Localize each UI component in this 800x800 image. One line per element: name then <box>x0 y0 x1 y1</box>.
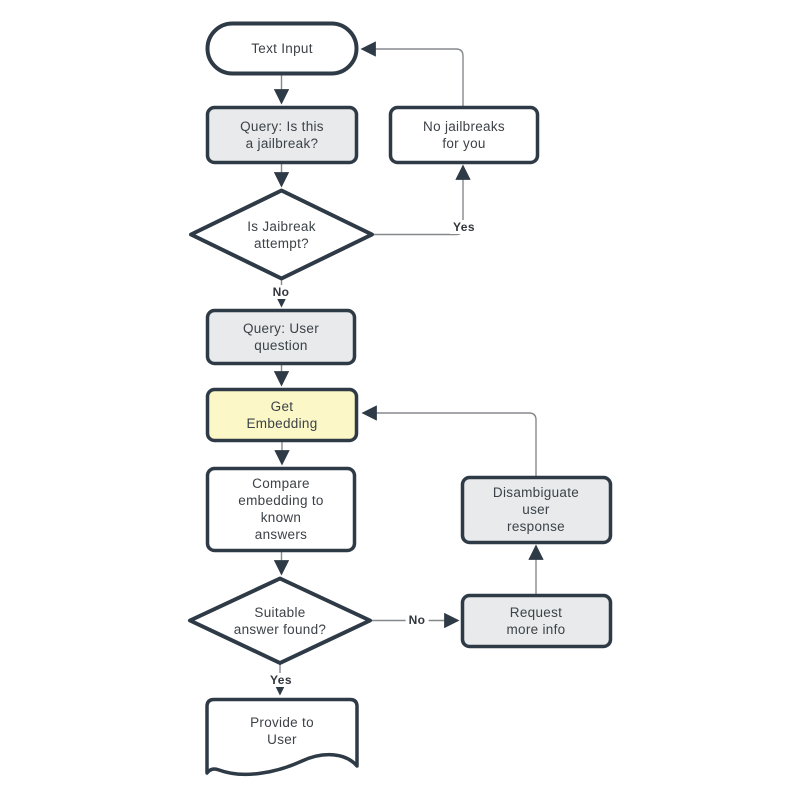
get-embedding-shape <box>205 387 359 443</box>
jailbreak-decision-shape <box>189 188 374 281</box>
disambiguate-shape <box>460 475 613 545</box>
text-input-shape <box>205 21 359 76</box>
query-jailbreak-shape <box>205 105 359 165</box>
edge-decision-yes-to-nojailbreaks <box>373 164 471 236</box>
compare-embedding-shape <box>205 466 357 553</box>
no-jailbreaks-shape <box>388 105 540 165</box>
edge-nojailbreaks-to-textinput <box>360 41 464 107</box>
query-user-shape <box>205 308 357 366</box>
shapes <box>188 21 613 777</box>
request-more-info-shape <box>460 593 613 649</box>
suitable-decision-shape <box>188 576 372 665</box>
provide-to-user-shape <box>205 697 359 777</box>
edge-disambiguate-to-getembedding <box>361 405 537 477</box>
